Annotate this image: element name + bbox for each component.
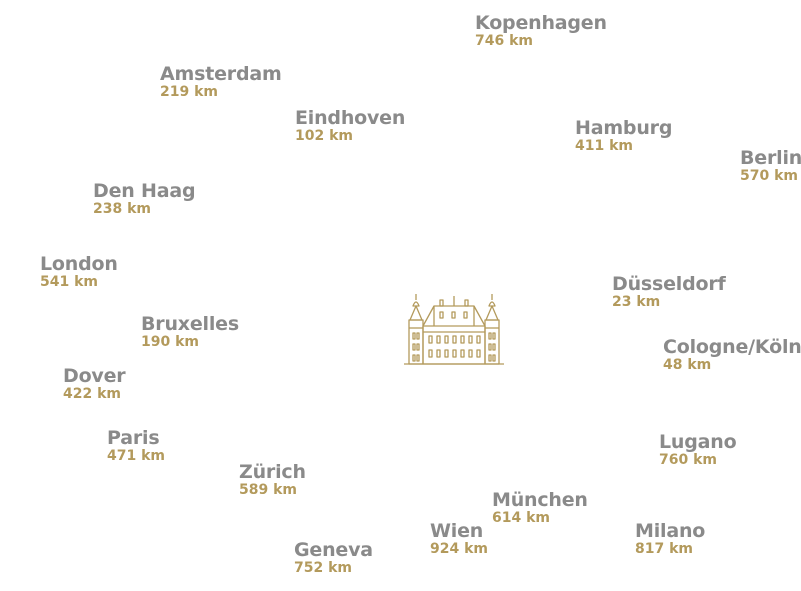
city-distance: 589 km [239, 482, 297, 498]
city-den-haag: Den Haag 238 km [93, 180, 196, 217]
city-name: Den Haag [93, 180, 196, 202]
city-distance: 614 km [492, 510, 550, 526]
city-name: Geneva [294, 539, 373, 561]
city-name: Hamburg [575, 117, 673, 139]
castle-icon [404, 294, 504, 365]
city-amsterdam: Amsterdam 219 km [160, 63, 282, 100]
city-name: Wien [430, 520, 484, 542]
city-eindhoven: Eindhoven 102 km [295, 107, 406, 144]
city-name: Düsseldorf [612, 273, 726, 295]
city-paris: Paris 471 km [107, 427, 165, 464]
city-name: Lugano [659, 431, 737, 453]
city-distance: 422 km [63, 386, 121, 402]
city-berlin: Berlin 570 km [740, 147, 801, 184]
city-distance: 23 km [612, 294, 661, 310]
city-distance: 746 km [475, 33, 533, 49]
city-distance: 541 km [40, 274, 98, 290]
city-name: Paris [107, 427, 160, 449]
city-milano: Milano 817 km [635, 520, 706, 557]
city-dusseldorf: Düsseldorf 23 km [612, 273, 726, 310]
city-name: Dover [63, 365, 126, 387]
city-geneva: Geneva 752 km [294, 539, 373, 576]
city-distance: 924 km [430, 541, 488, 557]
city-hamburg: Hamburg 411 km [575, 117, 673, 154]
city-name: München [492, 489, 588, 511]
city-name: Berlin [740, 147, 801, 169]
city-distance: 48 km [663, 357, 712, 373]
city-distance: 190 km [141, 334, 199, 350]
city-cologne: Cologne/Köln 48 km [663, 336, 801, 373]
city-london: London 541 km [40, 253, 118, 290]
city-name: Zürich [239, 461, 306, 483]
city-name: Amsterdam [160, 63, 282, 85]
city-distance: 102 km [295, 128, 353, 144]
city-distance: 817 km [635, 541, 693, 557]
city-name: Eindhoven [295, 107, 406, 129]
city-distance: 471 km [107, 448, 165, 464]
city-distance: 752 km [294, 560, 352, 576]
city-kopenhagen: Kopenhagen 746 km [475, 12, 607, 49]
city-distance: 570 km [740, 168, 798, 184]
city-bruxelles: Bruxelles 190 km [141, 313, 239, 350]
city-munchen: München 614 km [492, 489, 588, 526]
city-distance: 760 km [659, 452, 717, 468]
city-distance: 219 km [160, 84, 218, 100]
city-zurich: Zürich 589 km [239, 461, 306, 498]
city-dover: Dover 422 km [63, 365, 126, 402]
city-name: Kopenhagen [475, 12, 607, 34]
city-name: Milano [635, 520, 706, 542]
city-distance: 238 km [93, 201, 151, 217]
city-wien: Wien 924 km [430, 520, 488, 557]
city-name: Bruxelles [141, 313, 239, 335]
city-name: London [40, 253, 118, 275]
city-lugano: Lugano 760 km [659, 431, 737, 468]
city-distance: 411 km [575, 138, 633, 154]
city-name: Cologne/Köln [663, 336, 801, 358]
